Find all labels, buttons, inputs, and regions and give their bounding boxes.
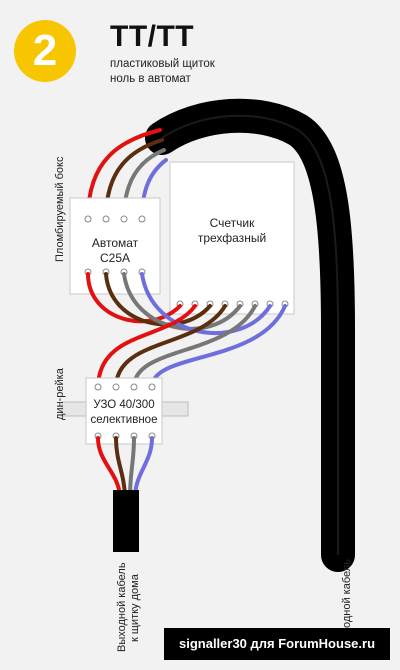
- wire-red-out: [96, 436, 122, 498]
- rcd-label-line-1: УЗО 40/300: [93, 399, 155, 411]
- subtitle-line-1: пластиковый щиток: [110, 58, 215, 70]
- wire-brown-mr: [114, 304, 227, 388]
- rcd-label: УЗО 40/300 селективное: [86, 398, 162, 428]
- breaker-label-line-1: Автомат: [91, 236, 139, 250]
- wire-blue-mr: [150, 304, 287, 388]
- meter-box: [169, 161, 295, 315]
- breaker-label: Автомат C25A: [70, 236, 160, 266]
- wire-gray-out: [128, 436, 136, 498]
- sealed-box-label: Пломбируемый бокс: [54, 156, 66, 262]
- meter-label-line-1: Счетчик: [209, 216, 255, 230]
- wire-red-mr: [96, 304, 197, 388]
- breaker-terminals-top: [84, 215, 146, 223]
- breaker-label-line-2: C25A: [99, 251, 131, 265]
- din-rail-label: дин-рейка: [54, 368, 66, 420]
- rcd-label-line-2: селективное: [90, 414, 158, 426]
- diagram-title: TT/TT: [110, 20, 195, 53]
- breaker-box: [69, 197, 161, 295]
- output-cable-label-line-1: Выходной кабель: [116, 562, 128, 652]
- output-cable-label: Выходной кабель к щитку дома: [116, 562, 142, 652]
- output-wires: [96, 436, 154, 498]
- step-number-badge: 2: [14, 20, 76, 82]
- input-cable-edge: [161, 114, 339, 555]
- output-cable: [113, 490, 139, 552]
- subtitle-line-2: ноль в автомат: [110, 73, 191, 85]
- credit-banner: signaller30 для ForumHouse.ru: [164, 628, 390, 660]
- meter-label: Счетчик трехфазный: [170, 216, 294, 246]
- wire-brown-bm: [104, 272, 212, 327]
- diagram-subtitle: пластиковый щиток ноль в автомат: [110, 57, 215, 87]
- wire-gray-bm: [122, 272, 242, 331]
- meter-label-line-2: трехфазный: [197, 231, 267, 245]
- wire-gray-mr: [132, 304, 257, 388]
- rcd-terminals-top: [94, 383, 156, 391]
- meter-to-rcd-wires: [96, 304, 287, 388]
- wire-red-bm: [86, 272, 182, 324]
- input-cable-label: одной кабель: [341, 559, 353, 628]
- wire-blue-out: [133, 436, 154, 498]
- output-cable-label-line-2: к щитку дома: [129, 574, 141, 642]
